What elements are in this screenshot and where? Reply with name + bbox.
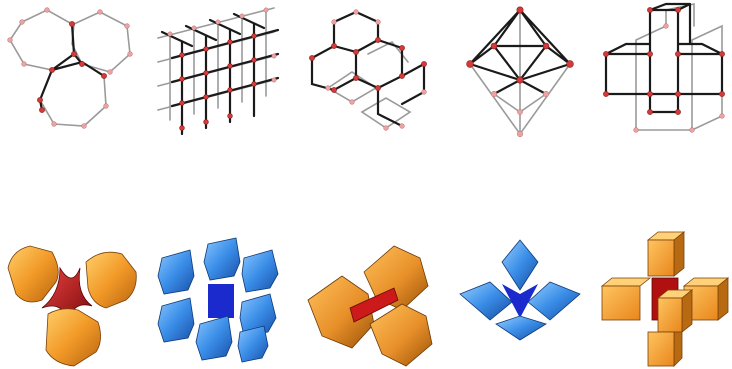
hexagonal-network-graphic — [2, 2, 142, 140]
blue-lobe-bottom — [496, 316, 546, 340]
cubic-grid-surface-render — [148, 228, 288, 368]
orange-lobe-left — [8, 246, 58, 302]
blue-lobe-top — [502, 240, 538, 290]
hexagonal-surface-render — [2, 228, 142, 368]
cubic-grid-network-graphic — [148, 2, 288, 140]
cross-nodes — [603, 7, 724, 132]
hexagonal-surface-graphic — [2, 228, 142, 368]
cubic-cross-surface-graphic — [596, 228, 732, 368]
cubic-grid-network-diagram — [148, 2, 288, 140]
orange-lobe-bottom — [370, 304, 432, 366]
cubic-cross-network-diagram — [596, 2, 732, 140]
octahedral-network-diagram — [450, 2, 590, 140]
octahedral-network-graphic — [450, 2, 590, 140]
octahedral-surface-graphic — [450, 228, 590, 368]
diamond-surface-render — [298, 228, 438, 368]
orange-lobe-right — [86, 252, 136, 308]
diamond-surface-graphic — [298, 228, 438, 368]
inner-core — [208, 284, 234, 318]
octahedral-surface-render — [450, 228, 590, 368]
cubic-cross-network-graphic — [596, 2, 732, 140]
cube-top — [648, 232, 684, 276]
orange-lobe-bottom — [46, 309, 101, 366]
cube-front — [658, 290, 692, 332]
cubic-grid-surface-graphic — [148, 228, 288, 368]
diamond-network-graphic — [298, 2, 438, 140]
diamond-network-diagram — [298, 2, 438, 140]
cubic-cross-surface-render — [596, 228, 732, 368]
front-edges — [606, 4, 722, 112]
cube-bottom — [648, 332, 682, 366]
hexagonal-network-diagram — [2, 2, 142, 140]
back-edges — [470, 10, 570, 134]
cube-left — [602, 278, 650, 320]
